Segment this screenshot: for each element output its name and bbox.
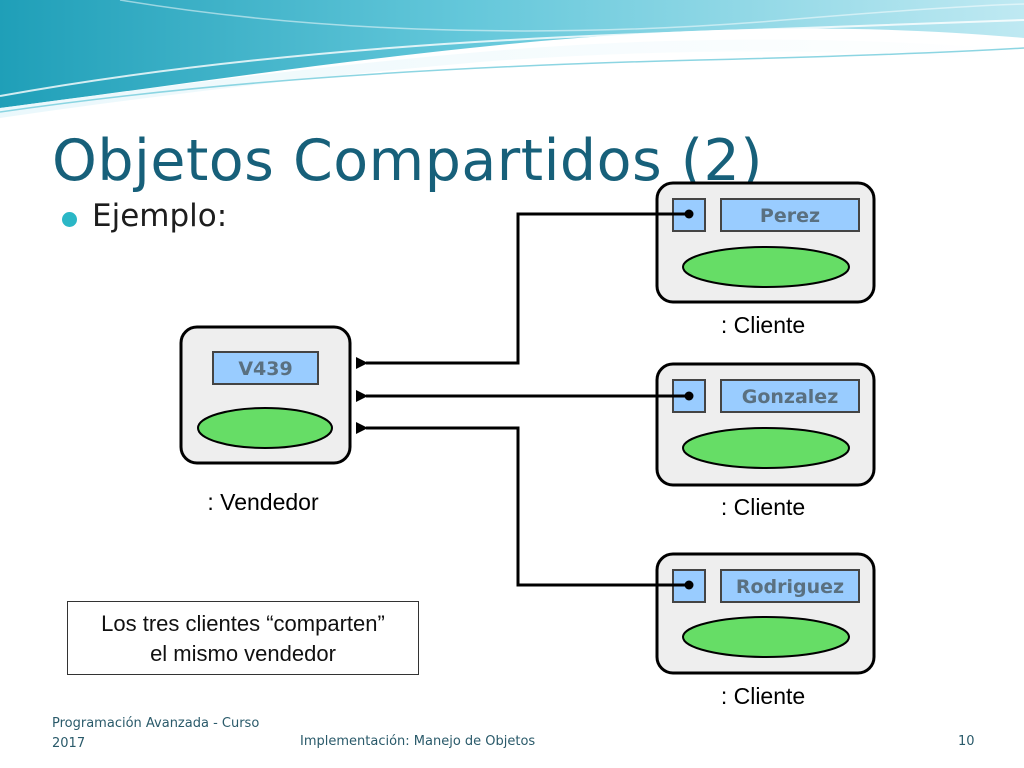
cliente-label: : Cliente [721,683,805,709]
reference-arrows [356,209,694,590]
reference-dot [684,580,694,590]
cliente-name-field [720,569,860,603]
cliente-name-field [720,198,860,232]
cliente-object-rodriguez: Rodriguez [655,552,876,675]
footer-course-line-1: Programación Avanzada - Curso [52,716,260,731]
bullet-icon [62,212,77,227]
vendedor-name-field [212,351,319,385]
cliente-ellipse [682,246,850,288]
cliente-object-perez: Perez [655,181,876,304]
cliente-name: Gonzalez [742,386,839,408]
cliente-ellipse [682,427,850,469]
vendedor-label: : Vendedor [207,489,319,515]
note-box: Los tres clientes “comparten” el mismo v… [67,601,419,675]
header-banner [0,0,1024,118]
cliente-name: Perez [760,205,820,227]
footer-course: Programación Avanzada - Curso 2017 [52,714,302,754]
cliente-ellipse [682,616,850,658]
footer-topic: Implementación: Manejo de Objetos [300,734,536,749]
reference-arrow-rodriguez [356,422,689,587]
cliente-object-gonzalez: Gonzalez [655,362,876,487]
note-line-2: el mismo vendedor [150,641,336,666]
cliente-name-field [720,379,860,413]
vendedor-object: V439 [179,325,352,465]
cliente-label: : Cliente [721,494,805,520]
vendedor-name: V439 [238,358,292,380]
footer-course-line-2: 2017 [52,736,86,751]
vendedor-ellipse [197,407,333,449]
slide-title: Objetos Compartidos (2) [52,128,764,194]
bullet-text: Ejemplo: [92,198,228,234]
reference-dot [684,391,694,401]
note-line-1: Los tres clientes “comparten” [101,611,385,636]
cliente-label: : Cliente [721,312,805,338]
cliente-name: Rodriguez [736,576,844,598]
page-number: 10 [958,734,975,749]
reference-arrow-perez [356,212,689,369]
reference-dot [684,209,694,219]
